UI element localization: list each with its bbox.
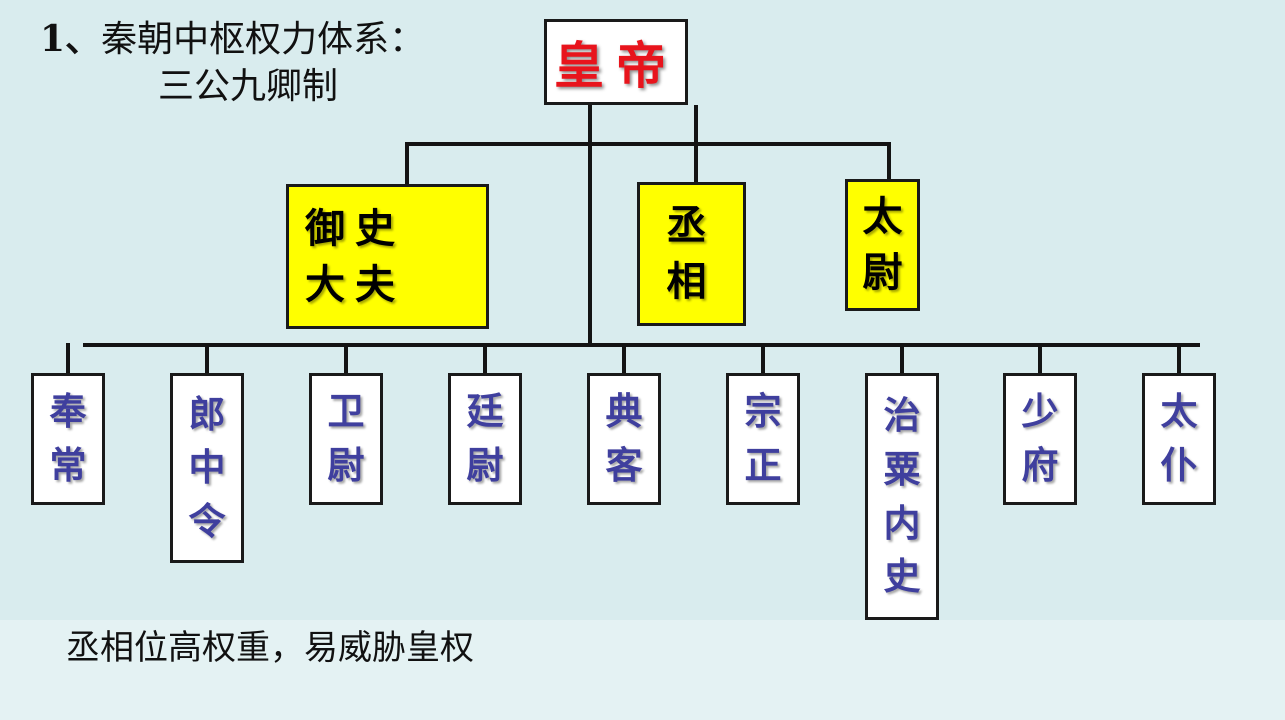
heading-line: 1、秦朝中枢权力体系：	[40, 16, 425, 64]
connector-qing-drop	[1177, 343, 1181, 375]
connector-taiwei-drop	[887, 142, 891, 181]
qing-box: 太 仆	[1142, 373, 1216, 505]
connector-chengxiang-drop	[694, 142, 698, 184]
connector-qing-drop	[622, 343, 626, 375]
footer-note: 丞相位高权重，易威胁皇权	[66, 628, 474, 668]
qing-label: 少 府	[1021, 389, 1059, 487]
gong-label: 太 尉	[862, 193, 903, 296]
qing-label: 太 仆	[1160, 389, 1198, 487]
connector-qing-bar	[83, 343, 1200, 347]
heading-title: 秦朝中枢权力体系：	[101, 19, 426, 60]
qing-label: 宗 正	[744, 389, 782, 487]
connector-qing-drop	[761, 343, 765, 375]
gong-box-chengxiang: 丞 相	[637, 182, 746, 326]
heading-subtitle: 三公九卿制	[158, 66, 339, 107]
connector-qing-drop	[344, 343, 348, 375]
qing-label: 典 客	[605, 389, 643, 487]
qing-label: 治 粟 内 史	[883, 393, 921, 599]
connector-qing-drop	[900, 343, 904, 375]
gong-box-taiwei: 太 尉	[845, 179, 920, 311]
connector-emperor-to-gong	[694, 105, 698, 145]
heading-number: 1、	[40, 18, 102, 60]
qing-label: 卫 尉	[327, 389, 365, 487]
qing-box: 郎 中 令	[170, 373, 244, 563]
qing-label: 奉 常	[49, 389, 87, 487]
emperor-label: 皇帝	[554, 36, 678, 95]
emperor-box: 皇帝	[544, 19, 688, 105]
connector-qing-drop	[66, 343, 70, 375]
footer-band	[0, 620, 1285, 720]
qing-box: 典 客	[587, 373, 661, 505]
connector-qing-drop	[1038, 343, 1042, 375]
gong-label: 御史 大夫	[305, 204, 405, 308]
connector-yushi-drop	[405, 142, 409, 186]
connector-gong-bar	[405, 142, 891, 146]
qing-box: 奉 常	[31, 373, 105, 505]
connector-qing-drop	[483, 343, 487, 375]
gong-box-yushi-dafu: 御史 大夫	[286, 184, 489, 329]
qing-box: 治 粟 内 史	[865, 373, 939, 620]
qing-box: 少 府	[1003, 373, 1077, 505]
connector-qing-drop	[205, 343, 209, 375]
connector-emperor-trunk	[588, 105, 592, 345]
qing-label: 郎 中 令	[188, 391, 226, 543]
qing-box: 宗 正	[726, 373, 800, 505]
qing-box: 廷 尉	[448, 373, 522, 505]
qing-box: 卫 尉	[309, 373, 383, 505]
qing-label: 廷 尉	[466, 389, 504, 487]
gong-label: 丞 相	[666, 202, 717, 305]
